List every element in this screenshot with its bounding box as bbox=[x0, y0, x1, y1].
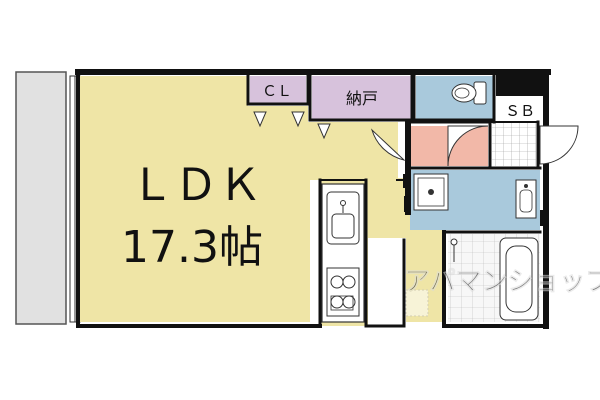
sink-icon bbox=[515, 179, 537, 219]
watermark: アパマンショップ bbox=[404, 267, 600, 317]
walls bbox=[75, 69, 551, 329]
closet-doors bbox=[253, 111, 331, 140]
closet-label: ＣＬ bbox=[262, 82, 292, 100]
kitchen-column bbox=[404, 196, 410, 212]
shoe-box bbox=[492, 122, 536, 166]
closet-room bbox=[250, 76, 306, 104]
shoe-box-label: ＳＢ bbox=[505, 102, 535, 120]
balcony bbox=[15, 71, 67, 325]
storage-room bbox=[312, 76, 412, 120]
stove-icon bbox=[326, 267, 360, 317]
door-swings bbox=[370, 125, 579, 167]
ldk-partition-mark bbox=[396, 174, 410, 188]
storage-label: 納戸 bbox=[346, 89, 378, 108]
ldk-name: ＬＤＫ bbox=[130, 160, 262, 211]
toilet-icon bbox=[451, 81, 487, 105]
ldk-area: 17.3帖 bbox=[121, 222, 263, 273]
shower-icon bbox=[450, 238, 458, 262]
svg-text:アパマンショップ: アパマンショップ bbox=[404, 267, 600, 297]
column bbox=[540, 210, 548, 226]
kitchen-sink-icon bbox=[326, 191, 360, 245]
bathtub-icon bbox=[499, 237, 539, 321]
pipe-shaft bbox=[496, 74, 544, 96]
washing-machine-icon bbox=[413, 173, 449, 211]
